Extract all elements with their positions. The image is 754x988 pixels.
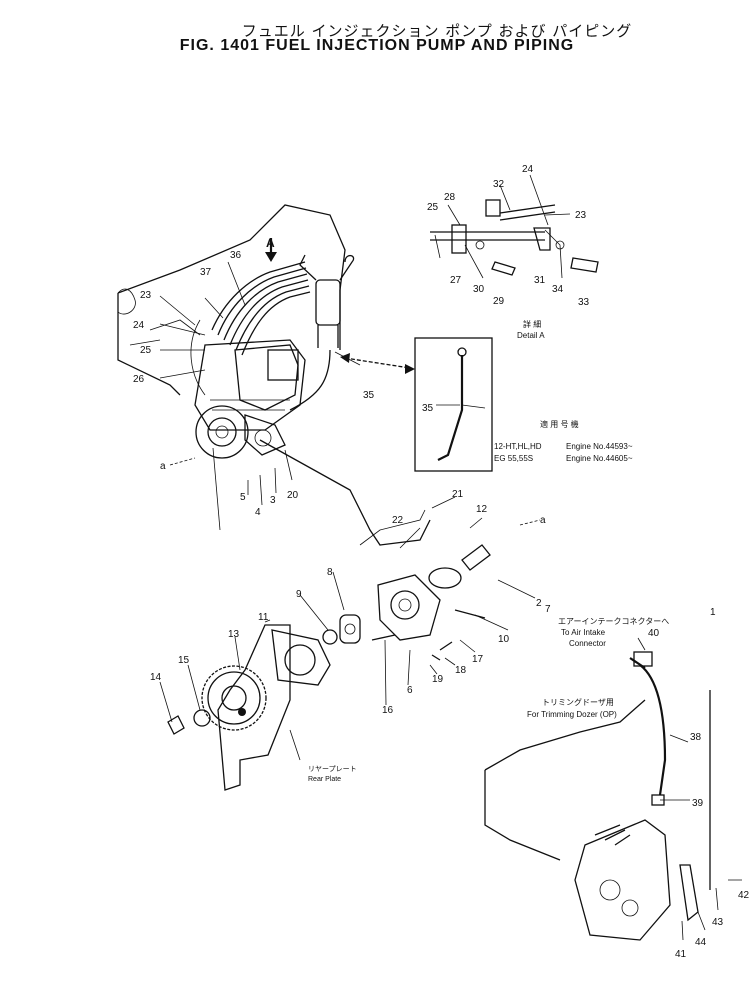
- callout-4: 4: [255, 507, 261, 518]
- lower-pump-assembly: [574, 819, 699, 941]
- callout-23b: 23: [140, 290, 152, 301]
- callout-2: 2: [536, 598, 542, 609]
- callout-34: 34: [552, 284, 564, 295]
- view-arrow-a: A: [265, 236, 277, 262]
- callout-42: 42: [738, 890, 750, 901]
- title-english: FIG. 1401 FUEL INJECTION PUMP AND PIPING: [179, 37, 575, 54]
- pipe-35: [289, 349, 331, 411]
- detail-35-box: [414, 337, 493, 472]
- callout-25a: 25: [427, 202, 439, 213]
- injection-pipes: [190, 261, 311, 396]
- detail-a-parts: [430, 199, 599, 276]
- applicability-model-1: 12-HT,HL,HD: [494, 442, 542, 451]
- callout-29: 29: [493, 296, 505, 307]
- callout-39: 39: [692, 798, 704, 809]
- callout-1: 1: [710, 607, 716, 618]
- callout-9: 9: [296, 589, 302, 600]
- callout-24b: 24: [133, 320, 145, 331]
- ref-mark-left: a: [160, 461, 166, 472]
- applicability-table: 適 用 号 機 12-HT,HL,HD Engine No.44593~ EG …: [494, 419, 633, 463]
- detail-a-caption: 詳 細 Detail A: [517, 319, 545, 340]
- hose-38: [639, 664, 667, 796]
- gear-and-plate: [167, 614, 396, 791]
- title-japanese: フュエル インジェクション ポンプ および パイピング: [241, 22, 633, 40]
- detail-label-jp: 詳 細: [523, 319, 541, 329]
- callout-11: 11: [258, 612, 269, 623]
- callout-16: 16: [382, 705, 394, 716]
- detail-link-arrow: [340, 353, 415, 374]
- injection-pump-assembly: [194, 254, 355, 459]
- callout-35a: 35: [363, 390, 375, 401]
- leader-lines: [159, 174, 742, 941]
- callout-21: 21: [452, 489, 464, 500]
- callout-14: 14: [150, 672, 162, 683]
- applicability-engine-2: Engine No.44605~: [566, 454, 633, 463]
- callout-8: 8: [327, 567, 333, 578]
- callout-32: 32: [493, 179, 505, 190]
- connector-40: [633, 651, 653, 667]
- air-intake-jp: エアーインテークコネクターへ: [558, 617, 669, 626]
- air-intake-note: エアーインテークコネクターへ To Air Intake Connector: [558, 617, 669, 648]
- detail-label-en: Detail A: [517, 331, 545, 340]
- callout-6: 6: [407, 685, 413, 696]
- callout-12: 12: [476, 504, 488, 515]
- pipe-21-22: [259, 439, 431, 546]
- callout-22: 22: [392, 515, 404, 526]
- callout-18: 18: [455, 665, 467, 676]
- air-intake-en-1: To Air Intake: [561, 628, 606, 637]
- ref-mark-right: a: [540, 515, 546, 526]
- air-intake-en-2: Connector: [569, 639, 606, 648]
- callout-35b: 35: [422, 403, 434, 414]
- lower-engine-outline: [484, 690, 711, 890]
- callout-31: 31: [534, 275, 546, 286]
- callout-44: 44: [695, 937, 707, 948]
- callout-27: 27: [450, 275, 462, 286]
- callout-37: 37: [200, 267, 212, 278]
- callout-28: 28: [444, 192, 456, 203]
- callout-10: 10: [498, 634, 510, 645]
- trimming-en: For Trimming Dozer (OP): [527, 710, 617, 719]
- callout-38: 38: [690, 732, 702, 743]
- pump-drive-housing: [359, 509, 491, 661]
- callout-7: 7: [545, 604, 551, 615]
- callout-13: 13: [228, 629, 240, 640]
- callout-3: 3: [270, 495, 276, 506]
- callout-36: 36: [230, 250, 242, 261]
- callout-17: 17: [472, 654, 484, 665]
- applicability-engine-1: Engine No.44593~: [566, 442, 633, 451]
- callout-30: 30: [473, 284, 485, 295]
- callout-numbers: 1 2 3 4 5 6 7 8 9 10 11 12 13 14 15 16 1…: [133, 164, 750, 960]
- trimming-dozer-note: トリミングドーザ用 For Trimming Dozer (OP): [527, 697, 617, 719]
- callout-5: 5: [240, 492, 246, 503]
- callout-43: 43: [712, 917, 724, 928]
- rear-plate-note: リヤープレート Rear Plate: [308, 765, 357, 783]
- rear-plate-en: Rear Plate: [308, 776, 341, 783]
- arrow-a-label: A: [266, 236, 275, 250]
- callout-41: 41: [675, 949, 687, 960]
- callout-23a: 23: [575, 210, 587, 221]
- callout-26: 26: [133, 374, 145, 385]
- rear-plate-jp: リヤープレート: [308, 765, 357, 773]
- callout-40: 40: [648, 628, 660, 639]
- callout-15: 15: [178, 655, 190, 666]
- callout-20: 20: [287, 490, 299, 501]
- applicability-model-2: EG 55,55S: [494, 454, 533, 463]
- callout-24a: 24: [522, 164, 534, 175]
- callout-25b: 25: [140, 345, 152, 356]
- callout-19: 19: [432, 674, 444, 685]
- trimming-jp: トリミングドーザ用: [542, 697, 614, 707]
- applicability-header: 適 用 号 機: [540, 419, 579, 429]
- callout-33: 33: [578, 297, 590, 308]
